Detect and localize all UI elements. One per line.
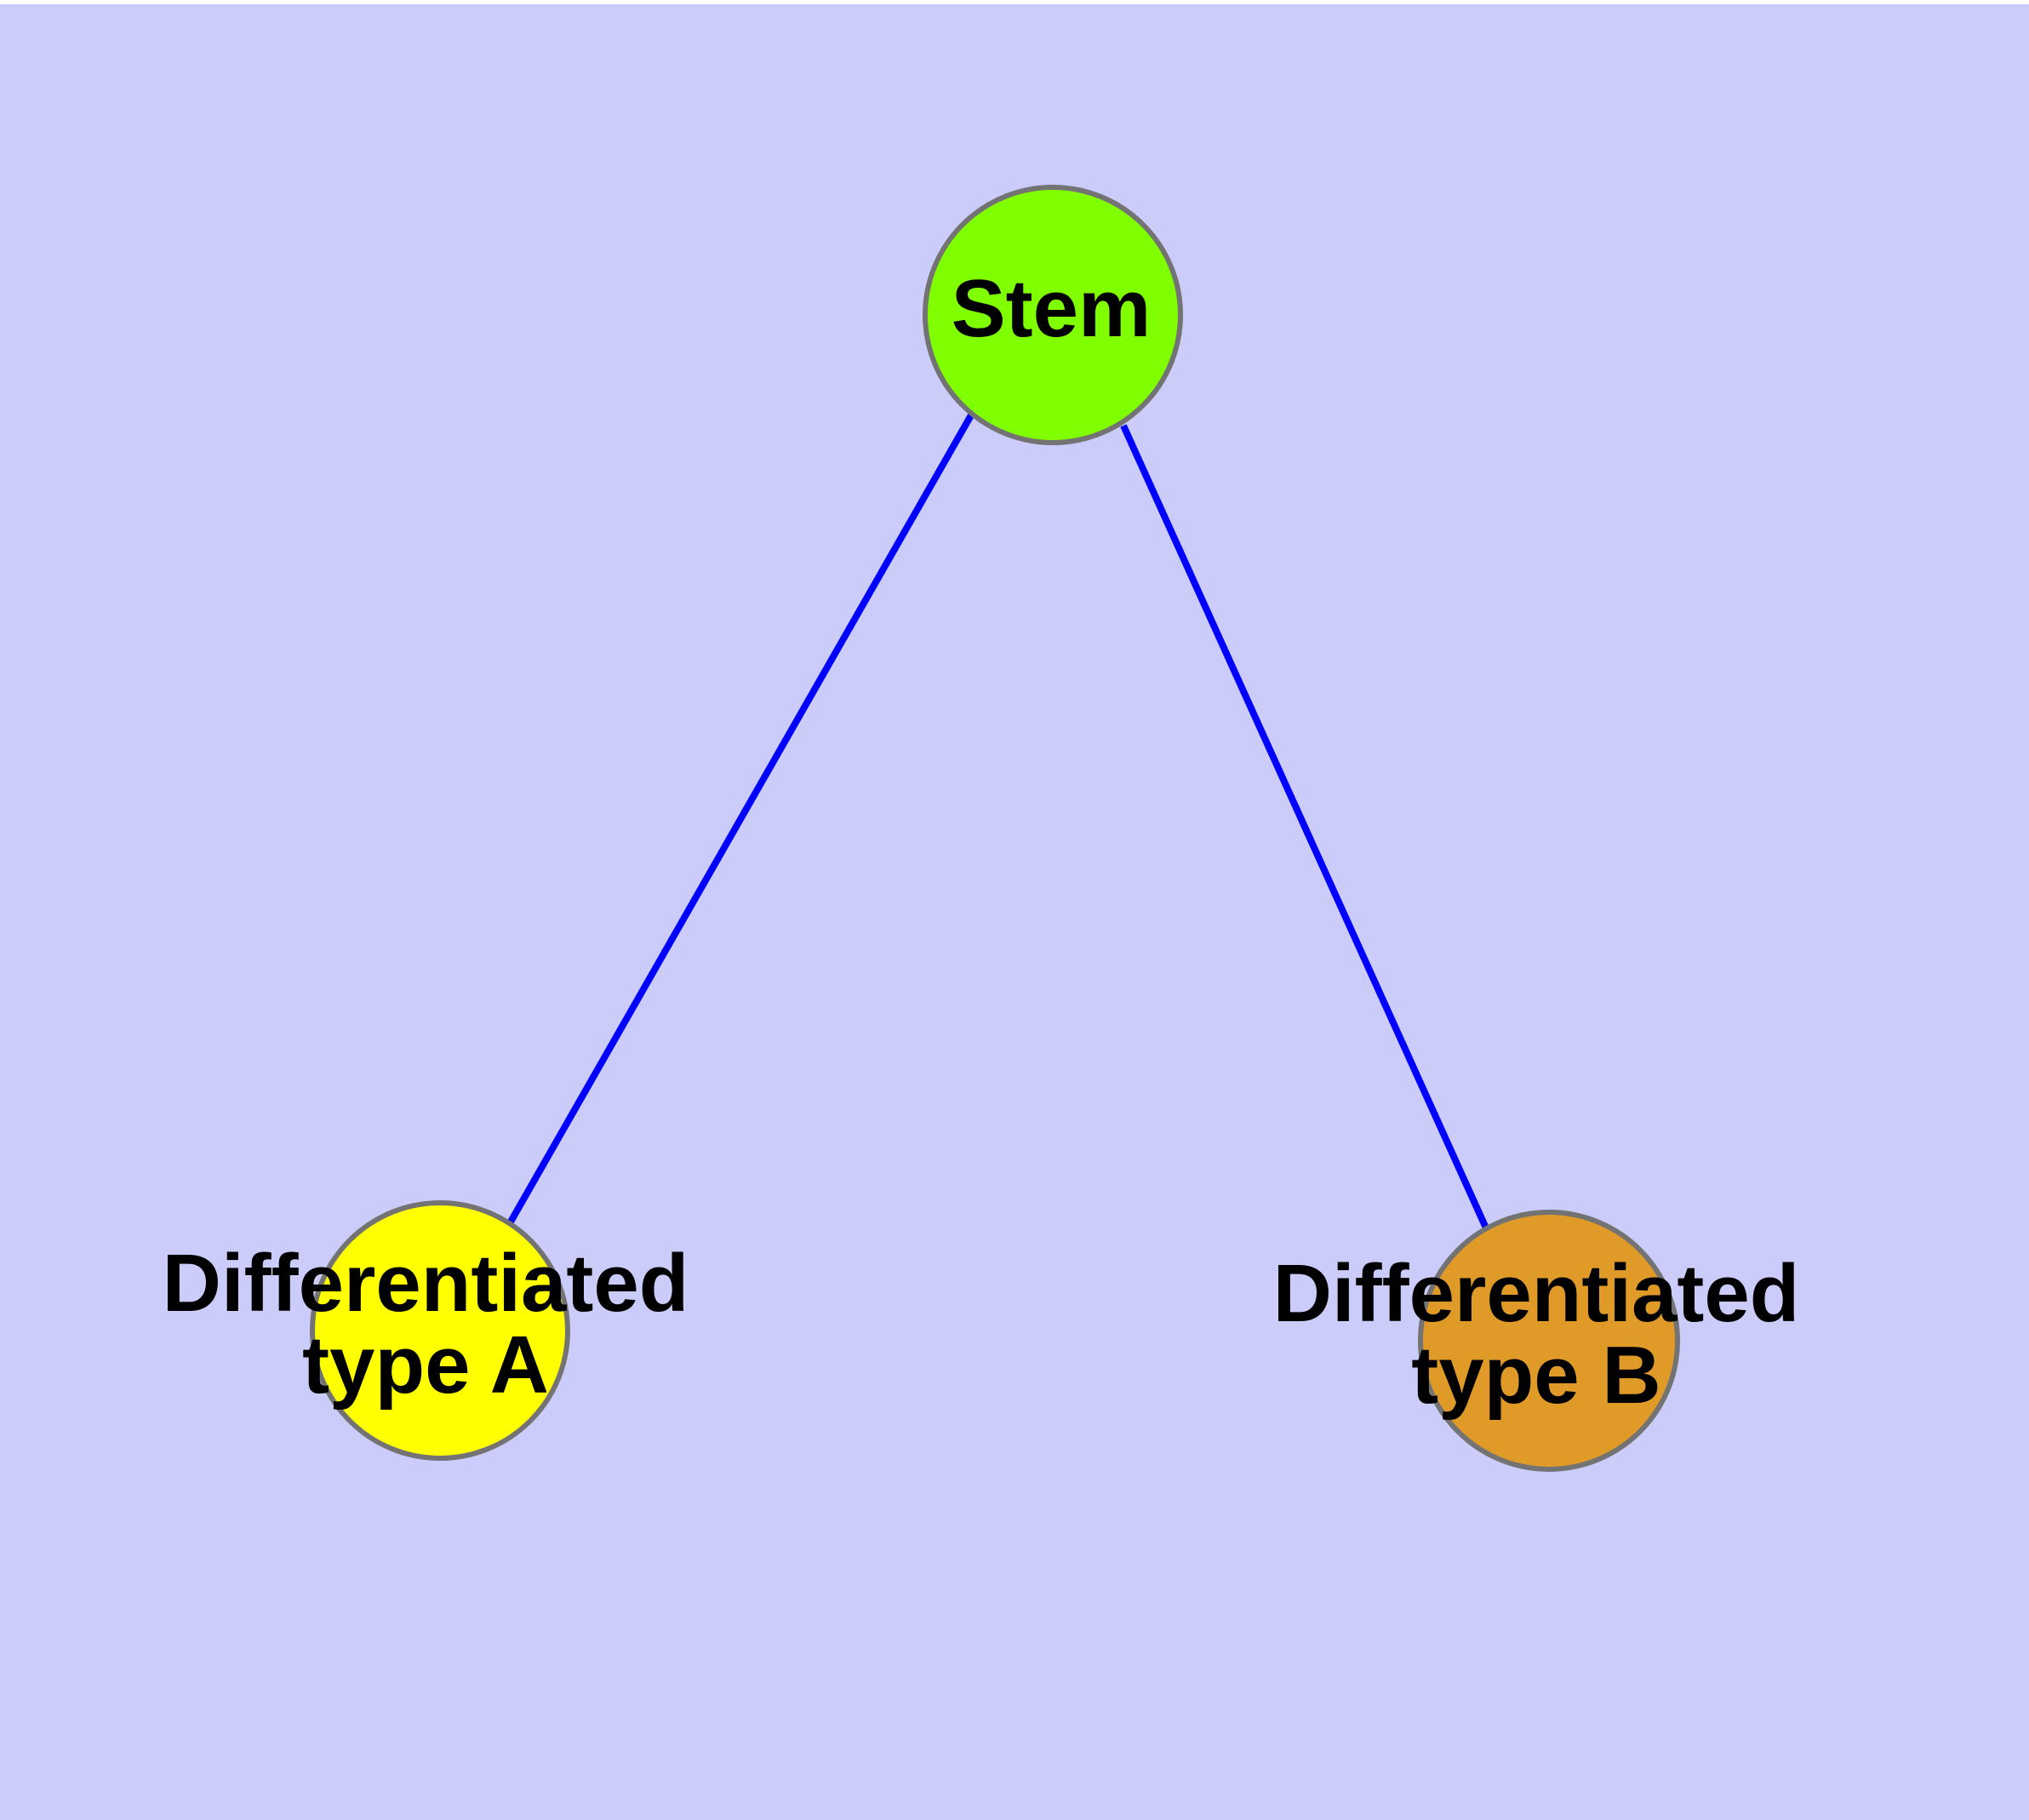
- node-label-line: Stem: [952, 263, 1152, 354]
- graph-edge-stem-to-diff-a: [506, 412, 975, 1225]
- node-label-stem: Stem: [952, 263, 1152, 354]
- node-label-line: Differentiated: [1273, 1248, 1800, 1339]
- edges-layer: [506, 412, 1491, 1233]
- node-label-line: type A: [302, 1319, 549, 1411]
- node-circle-diff-b[interactable]: [1418, 1210, 1680, 1472]
- node-circle-stem[interactable]: [923, 185, 1183, 445]
- node-label-line: Differentiated: [163, 1238, 689, 1329]
- node-label-line: type B: [1411, 1330, 1660, 1421]
- graph-edge-stem-to-diff-b: [1120, 424, 1491, 1233]
- graph-node-stem[interactable]: Stem: [923, 185, 1183, 445]
- node-circle-diff-a[interactable]: [310, 1200, 570, 1461]
